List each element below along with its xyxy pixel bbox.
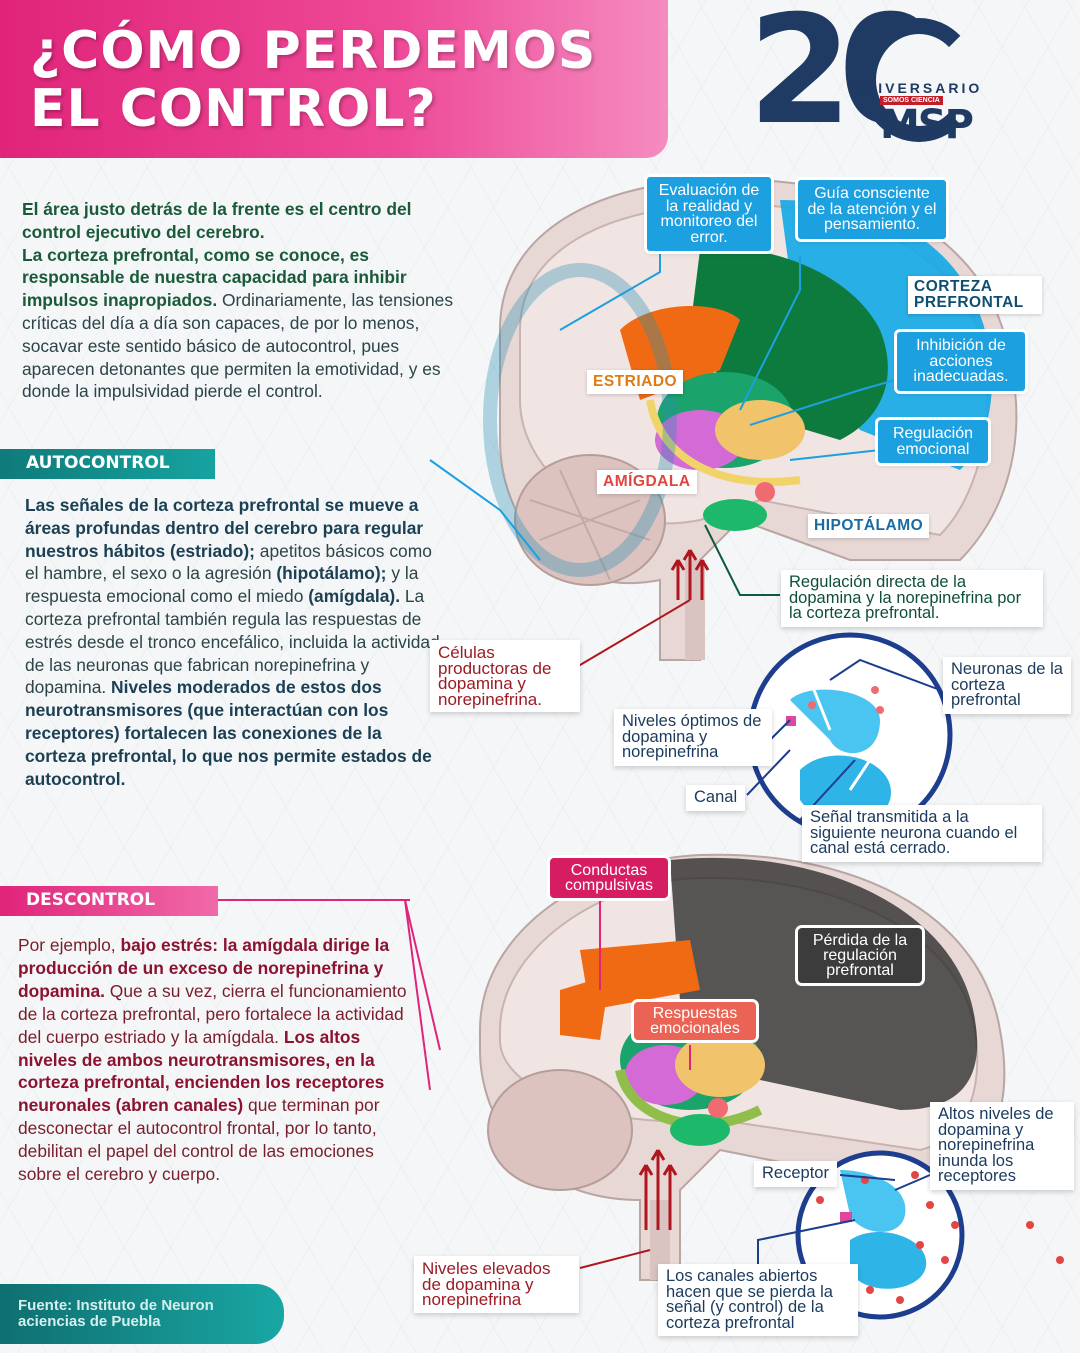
auto-bold-2: (hipotálamo); <box>276 563 387 584</box>
source-credit: Fuente: Instituto de Neuron aciencias de… <box>0 1284 284 1344</box>
label-estriado: ESTRIADO <box>587 370 684 394</box>
callout-respuestas-emocionales: Respuestas emocionales <box>634 1002 756 1040</box>
page-title: ¿CÓMO PERDEMOS EL CONTROL? <box>30 21 597 139</box>
title-banner <box>0 0 668 158</box>
desc-normal-1: Por ejemplo, <box>18 935 121 955</box>
auto-bold-4: Niveles moderados de estos dos neurotran… <box>25 677 432 789</box>
callout-receptor: Receptor <box>754 1161 837 1187</box>
descontrol-paragraph: Por ejemplo, bajo estrés: la amígdala di… <box>18 934 413 1186</box>
callout-niveles-elevados: Niveles elevados de dopamina y norepinef… <box>414 1256 579 1313</box>
section-label-autocontrol: AUTOCONTROL <box>0 449 215 479</box>
callout-niveles-optimos: Niveles óptimos de dopamina y norepinefr… <box>614 709 772 766</box>
auto-normal-2: y la respuesta emocional como el miedo <box>25 563 419 607</box>
brain-top-illustration <box>483 178 1018 661</box>
anniversary-logo: 20 ANIVERSARIO SOMOS CIENCIA MSP <box>748 0 998 150</box>
label-hipotalamo: HIPOTÁLAMO <box>808 514 930 538</box>
callout-regulacion-emocional: Regulación emocional <box>878 420 988 463</box>
callout-guia: Guía consciente de la atención y el pens… <box>798 180 946 239</box>
callout-perdida-regulacion: Pérdida de la regulación prefrontal <box>798 928 922 983</box>
logo-aniversario: ANIVERSARIO <box>852 80 983 96</box>
label-corteza-prefrontal: CORTEZA PREFRONTAL <box>908 276 1042 314</box>
desc-normal-3: que terminan por desconectar el autocont… <box>18 1095 380 1185</box>
autocontrol-paragraph: Las señales de la corteza prefrontal se … <box>25 494 445 790</box>
callout-altos-niveles: Altos niveles de dopamina y norepinefrin… <box>930 1102 1074 1190</box>
callout-canal: Canal <box>686 785 746 811</box>
intro-bold-1: El área justo detrás de la frente es el … <box>22 199 412 242</box>
intro-bold-2: La corteza prefrontal, como se conoce, e… <box>22 244 407 311</box>
logo-somos-ciencia: SOMOS CIENCIA <box>880 96 943 105</box>
callout-evaluacion: Evaluación de la realidad y monitoreo de… <box>647 177 771 251</box>
callout-celulas: Células productoras de dopamina y norepi… <box>430 640 580 712</box>
desc-normal-2: Que a su vez, cierra el funcionamiento d… <box>18 980 407 1047</box>
auto-normal-1: apetitos básicos como el hambre, el sexo… <box>25 540 432 584</box>
callout-neuronas-corteza: Neuronas de la corteza prefrontal <box>943 657 1071 714</box>
callout-regulacion-directa: Regulación directa de la dopamina y la n… <box>781 570 1043 627</box>
auto-bold-3: (amígdala). <box>308 586 401 607</box>
callout-inhibicion: Inhibición de acciones inadecuadas. <box>897 332 1025 391</box>
logo-brand: MSP <box>880 102 974 148</box>
desc-bold-2: Los altos niveles de ambos neurotransmis… <box>18 1026 385 1116</box>
callout-canales-abiertos: Los canales abiertos hacen que se pierda… <box>658 1264 858 1336</box>
auto-bold-1: Las señales de la corteza prefrontal se … <box>25 495 424 561</box>
callout-conductas-compulsivas: Conductas compulsivas <box>550 858 668 898</box>
callout-senal: Señal transmitida a la siguiente neurona… <box>802 805 1042 862</box>
intro-normal: Ordinariamente, las tensiones críticas d… <box>22 290 454 402</box>
intro-paragraph: El área justo detrás de la frente es el … <box>22 198 472 403</box>
desc-bold-1: bajo estrés: la amígdala dirige la produ… <box>18 935 390 1001</box>
label-amigdala: AMÍGDALA <box>597 470 697 494</box>
auto-normal-3: La corteza prefrontal también regula las… <box>25 586 440 698</box>
section-label-descontrol: DESCONTROL <box>0 886 218 916</box>
